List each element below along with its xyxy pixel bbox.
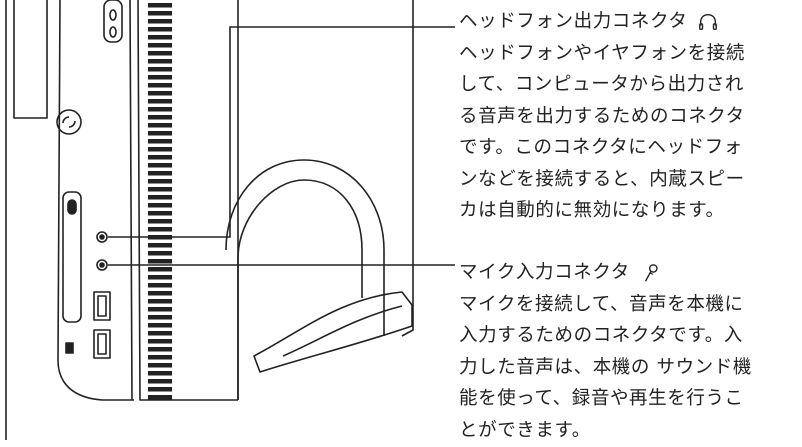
- microphone-connector-title: マイク入力コネクタ: [459, 262, 630, 283]
- vent-slot: [148, 19, 172, 24]
- vent-slot: [148, 59, 172, 64]
- microphone-description-line: マイクを接続して、音声を本機に: [459, 293, 744, 315]
- vent-slot: [148, 347, 172, 352]
- microphone-icon: [644, 263, 658, 282]
- microphone-description-line: とができます。: [459, 419, 591, 441]
- vent-slot: [148, 123, 172, 128]
- microphone-description-line: 力した音声は、本機の サウンド機: [459, 356, 752, 378]
- microphone-description-line: 入力するためのコネクタです。入: [459, 325, 743, 346]
- vent-slot: [148, 203, 172, 208]
- vent-slot: [148, 291, 172, 296]
- microphone-callout-title-row: マイク入力コネクタ: [459, 257, 799, 289]
- vent-slot: [148, 299, 172, 304]
- vent-slot: [148, 227, 172, 232]
- vent-slot: [148, 259, 172, 264]
- vent-slot: [148, 283, 172, 288]
- vent-slot: [148, 35, 172, 40]
- vent-slot: [148, 107, 172, 112]
- vent-slot: [148, 267, 172, 272]
- vent-slot: [148, 219, 172, 224]
- vent-slot: [148, 27, 172, 32]
- vent-slot: [148, 115, 172, 120]
- vent-slot: [148, 11, 172, 16]
- headphone-description-line: です。このコネクタにヘッドフォ: [459, 137, 743, 158]
- vent-slot: [148, 43, 172, 48]
- headphone-connector-title: ヘッドフォン出力コネクタ: [459, 11, 688, 32]
- vent-slot: [148, 91, 172, 96]
- vent-slot: [148, 275, 172, 280]
- vent-slot: [148, 131, 172, 136]
- vent-slot: [148, 387, 172, 392]
- callout-lines: [108, 26, 455, 266]
- vent-slot: [148, 3, 172, 8]
- vent-slot: [148, 163, 172, 168]
- vent-slot: [148, 51, 172, 56]
- headphone-description-line: して、コンピュータから出力され: [459, 74, 745, 95]
- vent-slot: [148, 99, 172, 104]
- vent-slot: [148, 379, 172, 384]
- headphone-connector-description: ヘッドフォンやイヤフォンを接続 して、コンピュータから出力され る音声を出力する…: [459, 38, 799, 227]
- microphone-callout: マイク入力コネクタ マイクを接続して、音声を本機に 入力するためのコネクタです。…: [459, 257, 799, 446]
- pc-tower-front: [5, 0, 414, 440]
- vent-slots: [148, 3, 172, 400]
- vent-slot: [148, 307, 172, 312]
- vent-slot: [148, 315, 172, 320]
- vent-slot: [148, 243, 172, 248]
- vent-slot: [148, 147, 172, 152]
- vent-slot: [148, 355, 172, 360]
- headphone-leader-line: [108, 26, 455, 238]
- stand: [225, 159, 413, 400]
- headphone-icon: [699, 13, 718, 30]
- headphone-callout: ヘッドフォン出力コネクタ ヘッドフォンやイヤフォンを接続 して、コンピュータから…: [459, 6, 799, 227]
- vent-slot: [148, 331, 172, 336]
- vent-slot: [148, 363, 172, 368]
- vent-slot: [148, 339, 172, 344]
- vent-slot: [148, 187, 172, 192]
- vent-slot: [148, 171, 172, 176]
- headphone-description-line: ヘッドフォンやイヤフォンを接続: [459, 42, 745, 64]
- microphone-connector-description: マイクを接続して、音声を本機に 入力するためのコネクタです。入 力した音声は、本…: [459, 289, 799, 447]
- vent-slot: [148, 251, 172, 256]
- vent-slot: [148, 179, 172, 184]
- vent-slot: [148, 139, 172, 144]
- headphone-description-line: る音声を出力するためのコネクタ: [459, 105, 745, 127]
- vent-slot: [148, 195, 172, 200]
- vent-slot: [148, 75, 172, 80]
- vent-slot: [148, 371, 172, 376]
- vent-slot: [148, 323, 172, 328]
- headphone-description-line: ンなどを接続すると、内蔵スピー: [459, 168, 745, 190]
- headphone-callout-title-row: ヘッドフォン出力コネクタ: [459, 6, 799, 38]
- vent-slot: [148, 67, 172, 72]
- vent-slot: [148, 155, 172, 160]
- headphone-description-line: カは自動的に無効になります。: [459, 200, 725, 221]
- microphone-description-line: 能を使って、録音や再生を行うこ: [459, 388, 744, 409]
- vent-slot: [148, 211, 172, 216]
- vent-slot: [148, 83, 172, 88]
- vent-slot: [148, 395, 172, 400]
